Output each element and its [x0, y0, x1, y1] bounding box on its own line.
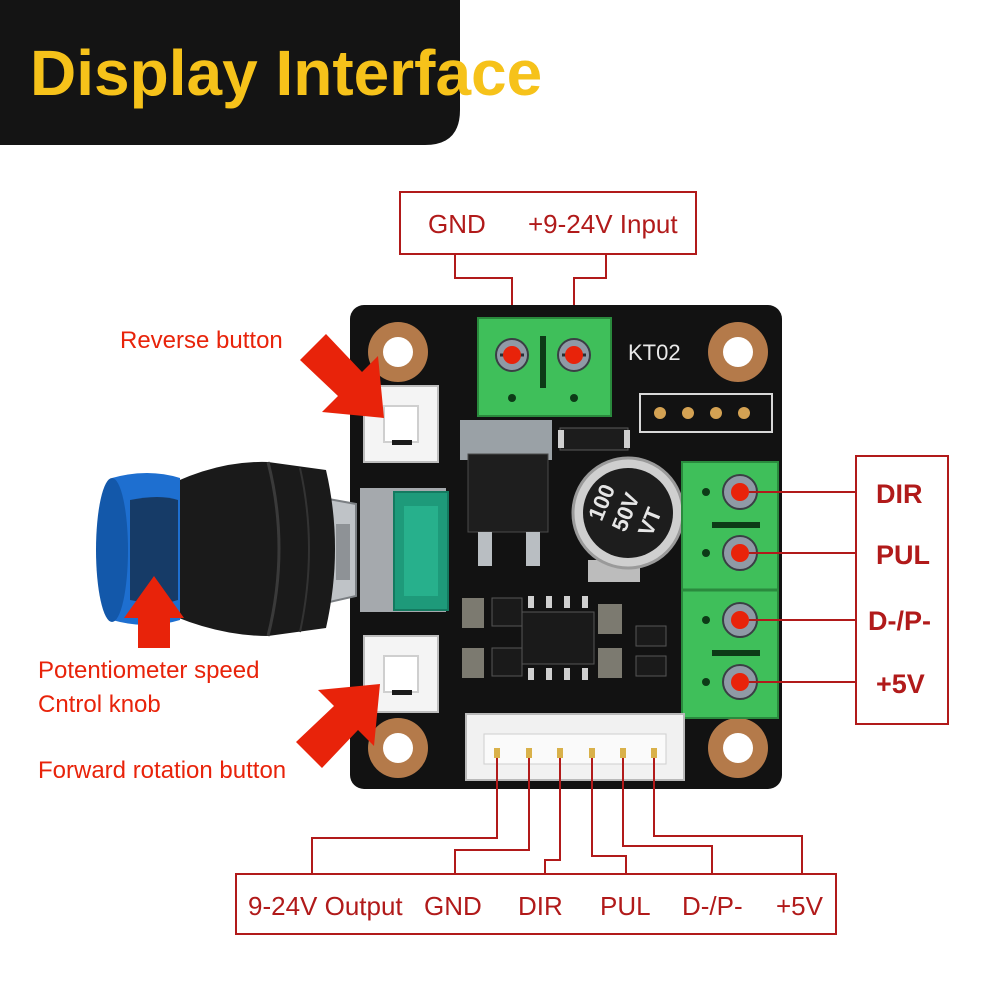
potentiometer-body — [360, 488, 449, 612]
output-connector — [465, 713, 685, 781]
voltage-regulator — [460, 420, 552, 566]
output-label-dir: DIR — [518, 891, 563, 921]
electrolytic-capacitor: 100 50V VT — [571, 456, 685, 582]
terminal-label-5v: +5V — [876, 669, 925, 699]
mounting-hole-icon — [708, 718, 768, 778]
power-terminal-block — [477, 317, 612, 417]
output-label-voltage: 9-24V Output — [248, 891, 403, 921]
power-input-voltage-label: +9-24V Input — [528, 209, 678, 239]
reverse-button-callout: Reverse button — [120, 327, 283, 354]
knob-callout-line2: Cntrol knob — [38, 691, 161, 718]
output-label-gnd: GND — [424, 891, 482, 921]
arrow-icon — [124, 576, 184, 648]
arrow-icon — [300, 334, 384, 418]
mounting-hole-icon — [368, 718, 428, 778]
output-label-dp: D-/P- — [682, 891, 743, 921]
output-label-5v: +5V — [776, 891, 823, 921]
power-input-gnd-label: GND — [428, 209, 486, 239]
arrow-icon — [296, 684, 380, 768]
terminal-label-pul: PUL — [876, 540, 930, 570]
smd-components — [462, 596, 667, 680]
signal-terminal-block — [681, 461, 779, 719]
forward-button-callout: Forward rotation button — [38, 757, 287, 784]
forward-button-part — [363, 635, 439, 713]
terminal-label-dp: D-/P- — [868, 606, 931, 636]
page-title: Display Interface — [30, 37, 542, 109]
terminal-label-dir: DIR — [876, 479, 923, 509]
mounting-hole-icon — [368, 322, 428, 382]
output-callout — [235, 758, 837, 935]
signal-callout — [749, 455, 949, 725]
board-model-label: KT02 — [628, 340, 681, 365]
pcb-board: KT02 — [350, 305, 782, 789]
mounting-hole-icon — [708, 322, 768, 382]
title-banner: Display Interface — [0, 0, 542, 145]
output-label-pul: PUL — [600, 891, 651, 921]
knob-callout-line1: Potentiometer speed — [38, 657, 260, 684]
pin-header — [639, 393, 773, 433]
